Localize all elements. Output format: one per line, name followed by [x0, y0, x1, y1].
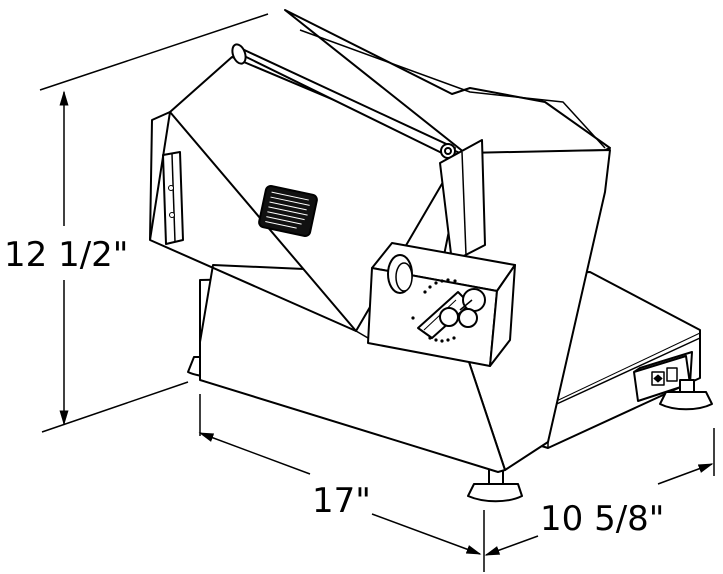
control-box: [367, 242, 516, 367]
thickness-scale: [411, 278, 457, 343]
depth-arrow-left: [484, 535, 539, 556]
foot-back-right: [659, 379, 713, 411]
depth-arrow-right: [657, 463, 714, 485]
depth-dimension-label: 10 5/8": [540, 499, 664, 539]
power-switch-icon: [651, 367, 678, 386]
foot-front-right: [467, 467, 523, 503]
length-arrow-left: [198, 432, 311, 475]
height-extension-top: [39, 13, 269, 91]
height-dimension-label: 12 1/2": [4, 235, 128, 275]
length-dimension-label: 17": [312, 481, 371, 521]
dimension-lines: [39, 13, 715, 572]
top-roller: [231, 43, 456, 159]
roller-side-arm: [439, 139, 486, 263]
side-bracket: [162, 151, 184, 245]
length-arrow-right: [371, 513, 482, 555]
warning-label-icon: [258, 184, 318, 238]
top-cover: [284, 9, 611, 154]
knob-icon: [417, 288, 486, 339]
